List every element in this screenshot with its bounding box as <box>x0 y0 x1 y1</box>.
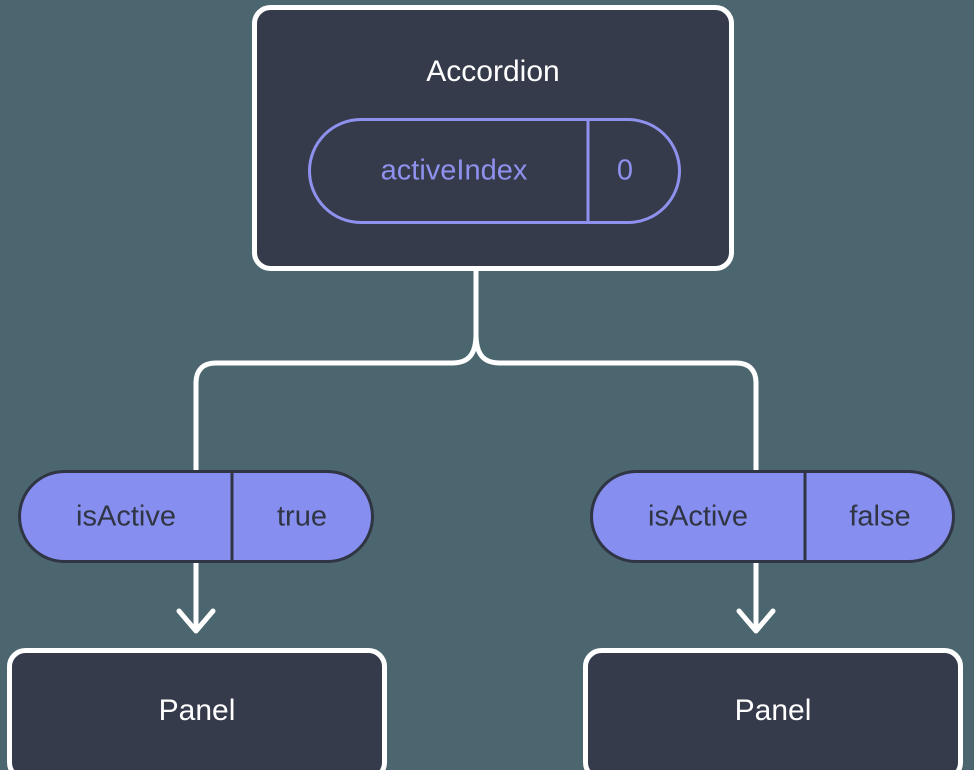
connector-group <box>176 270 776 634</box>
node-accordion[interactable]: Accordion activeIndex 0 <box>252 5 734 271</box>
node-panel-left[interactable]: Panel <box>7 648 387 770</box>
accordion-prop-value: 0 <box>617 155 633 187</box>
node-panel-right[interactable]: Panel <box>583 648 963 770</box>
branch-pill-left-prop-name: isActive <box>76 501 176 533</box>
branch-pill-left-prop-value: true <box>277 501 327 533</box>
arrow-head-right-icon <box>736 608 776 634</box>
connector-fork-right <box>473 333 759 480</box>
node-panel-right-title: Panel <box>735 694 812 727</box>
node-accordion-title: Accordion <box>426 55 559 88</box>
connector-fork-left <box>193 333 479 480</box>
node-panel-right-box[interactable] <box>583 648 963 770</box>
node-accordion-box[interactable] <box>252 5 734 271</box>
branch-pill-left[interactable]: isActive true <box>18 470 374 563</box>
node-panel-left-box[interactable] <box>7 648 387 770</box>
branch-pill-right-prop-value: false <box>849 501 910 533</box>
accordion-prop-pill-outline[interactable] <box>308 118 681 224</box>
accordion-prop-name: activeIndex <box>381 155 528 187</box>
branch-pill-right[interactable]: isActive false <box>590 470 955 563</box>
branch-pill-right-prop-name: isActive <box>648 501 748 533</box>
accordion-prop-pill[interactable]: activeIndex 0 <box>308 118 681 224</box>
branch-pill-left-shape[interactable] <box>18 470 374 563</box>
node-panel-left-title: Panel <box>159 694 236 727</box>
branch-pill-right-shape[interactable] <box>590 470 955 563</box>
arrow-head-left-icon <box>176 608 216 634</box>
